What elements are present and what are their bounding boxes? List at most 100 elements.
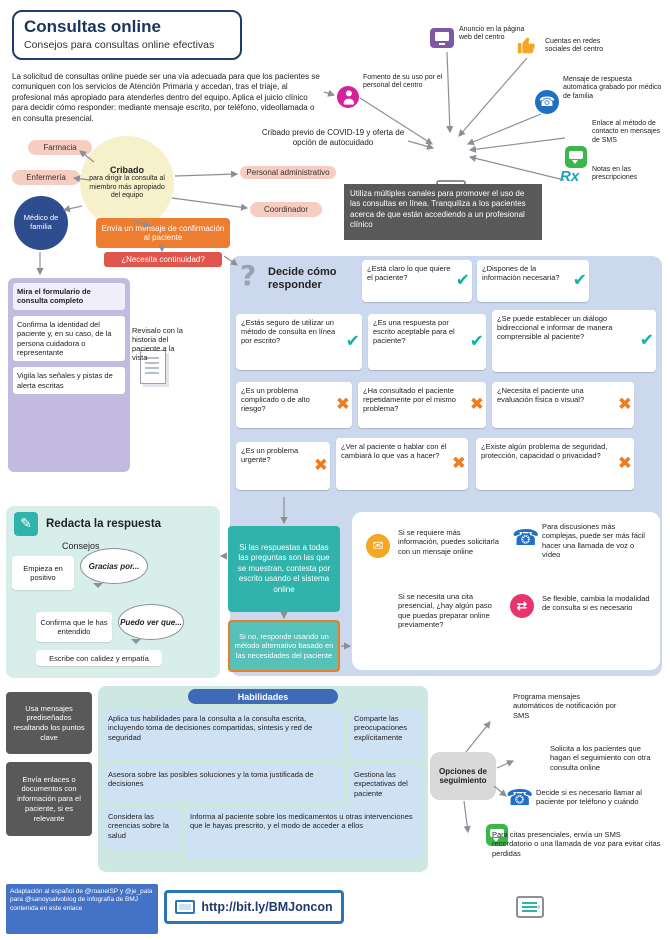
alt-option-text: Se flexible, cambia la modalidad de cons…: [542, 594, 650, 613]
question-text: ¿Estás seguro de utilizar un método de c…: [241, 318, 336, 346]
pencil-icon: ✎: [14, 512, 38, 536]
cross-icon: ✖: [335, 394, 350, 415]
alt-option-text: Si se necesita una cita presencial, ¿hay…: [398, 592, 492, 630]
skill-card: Asesora sobre las posibles soluciones y …: [104, 766, 344, 802]
call-icon: ☎: [512, 526, 540, 551]
question-text: ¿Ver al paciente o hablar con él cambiar…: [341, 442, 447, 461]
short-link[interactable]: http://bit.ly/BMJoncon: [164, 890, 344, 924]
decide-question: ¿Existe algún problema de seguridad, pro…: [476, 438, 634, 490]
followup-item-text: Decide si es necesario llamar al pacient…: [536, 788, 642, 807]
decide-question: ¿Ha consultado el paciente repetidamente…: [358, 382, 486, 428]
continuity-box: ¿Necesita continuidad?: [104, 252, 222, 267]
intro-paragraph: La solicitud de consultas online puede s…: [12, 72, 320, 123]
person-glyph: [342, 90, 353, 104]
question-text: ¿Necesita el paciente una evaluación fís…: [497, 386, 585, 405]
decide-question: ¿Ver al paciente o hablar con él cambiar…: [336, 438, 468, 490]
tip-warmth: Escribe con calidez y empatía: [36, 650, 162, 666]
skill-card: Aplica tus habilidades para la consulta …: [104, 710, 344, 760]
history-note: Revisalo con la historia del paciente a …: [132, 326, 183, 362]
page-subtitle: Consejos para consultas online efectivas: [24, 39, 215, 51]
channels-note: Utiliza múltiples canales para promover …: [344, 184, 542, 240]
cross-icon: ✖: [617, 394, 632, 415]
written-response-box: Si las respuestas a todas las preguntas …: [228, 526, 340, 612]
decide-question: ¿Es un problema complicado o de alto rie…: [236, 382, 352, 428]
channel-label: Anuncio en la página web del centro: [459, 26, 525, 42]
tablet-icon: [516, 896, 544, 918]
sms-chat-icon: [565, 146, 587, 168]
question-text: ¿Se puede establecer un diálogo bidirecc…: [497, 314, 613, 342]
followup-item-text: Para citas presenciales, envía un SMS re…: [492, 830, 661, 858]
alternatives-panel: [352, 512, 660, 670]
question-text: ¿Dispones de la información necesaria?: [482, 264, 560, 283]
channel-label: Enlace al método de contacto en mensajes…: [592, 120, 661, 144]
skills-title: Habilidades: [188, 689, 338, 704]
question-text: ¿Es un problema complicado o de alto rie…: [241, 386, 310, 414]
send-links-box: Envía enlaces o documentos con informaci…: [6, 762, 92, 836]
decide-question: ¿Necesita el paciente una evaluación fís…: [492, 382, 634, 428]
question-text: ¿Ha consultado el paciente repetidamente…: [363, 386, 456, 414]
speech-bubble-understood: Puedo ver que...: [118, 604, 184, 644]
skill-card: Gestiona las expectativas del paciente: [350, 766, 422, 810]
document-icon: [140, 350, 166, 384]
cross-icon: ✖: [469, 394, 484, 415]
decide-title: Decide cómo responder: [268, 266, 337, 291]
channel-label: Notas en las prescripciones: [592, 166, 638, 182]
alt-option-text: Para discusiones más complejas, puede se…: [542, 522, 645, 560]
question-text: ¿Es una respuesta por escrito aceptable …: [373, 318, 455, 346]
credit-box: Adaptación al español de @roanelSP y @je…: [6, 884, 158, 934]
role-pharmacy: Farmacia: [28, 140, 92, 155]
role-admin: Personal administrativo: [240, 166, 336, 179]
call-icon: ☎: [506, 786, 534, 811]
phone-icon: ☎: [535, 90, 559, 114]
channel-label: Fomento de su uso por el personal del ce…: [363, 74, 443, 90]
triage-hub: Cribado para dirigir la consulta al miem…: [80, 136, 174, 230]
decide-question: ¿Se puede establecer un diálogo bidirecc…: [492, 310, 656, 372]
form-review-item: Vigila las señales y pistas de alerta es…: [13, 367, 125, 394]
decide-question: ¿Estás seguro de utilizar un método de c…: [236, 314, 362, 370]
decide-question: ¿Es un problema urgente?✖: [236, 442, 330, 490]
check-icon: ✔: [455, 270, 470, 291]
decide-question: ¿Es una respuesta por escrito aceptable …: [368, 314, 486, 370]
alt-option-text: Si se requiere más información, puedes s…: [398, 528, 499, 556]
triage-hub-title: Cribado: [109, 165, 144, 176]
form-review-item: Confirma la identidad del paciente y, en…: [13, 315, 125, 362]
followup-box: Opciones de seguimiento: [430, 752, 496, 800]
alternative-response-box: Si no, responde usando un método alterna…: [228, 620, 340, 672]
tip-understood: Confirma que le has entendido: [36, 612, 112, 642]
website-icon: [430, 28, 454, 48]
triage-hub-body: para dirigir la consulta al miembro más …: [89, 175, 165, 200]
sms-chat-icon: [486, 824, 508, 846]
check-icon: ✔: [639, 330, 654, 351]
short-link-text: http://bit.ly/BMJoncon: [201, 900, 333, 914]
form-review-panel: Mira el formulario de consulta completo …: [8, 278, 130, 472]
title-box: Consultas online Consejos para consultas…: [12, 10, 242, 60]
page-title: Consultas online: [24, 17, 161, 36]
confirmation-message-box: Envía un mensaje de confirmación al paci…: [96, 218, 230, 248]
question-text: ¿Existe algún problema de seguridad, pro…: [481, 442, 608, 461]
cross-icon: ✖: [617, 453, 632, 474]
cross-icon: ✖: [451, 453, 466, 474]
switch-icon: ⇄: [510, 594, 534, 618]
check-icon: ✔: [469, 331, 484, 352]
skill-card: Informa al paciente sobre los medicament…: [186, 808, 422, 860]
check-icon: ✔: [345, 331, 360, 352]
followup-item-text: Programa mensajes automáticos de notific…: [513, 692, 617, 720]
skill-card: Considera las creencias sobre la salud: [104, 808, 180, 850]
staff-icon: [337, 86, 359, 108]
screening-note: Cribado previo de COVID-19 y oferta de o…: [261, 128, 405, 147]
channel-label: Cuentas en redes sociales del centro: [545, 38, 603, 54]
followup-item-text: Solicita a los pacientes que hagan el se…: [550, 744, 651, 772]
preset-messages-box: Usa mensajes prediseñados resaltando los…: [6, 692, 92, 754]
form-review-title: Mira el formulario de consulta completo: [13, 283, 125, 310]
cross-icon: ✖: [313, 455, 328, 476]
thumbs-up-icon: [516, 34, 538, 61]
question-text: ¿Está claro lo que quiere el paciente?: [367, 264, 451, 283]
decide-question: ¿Está claro lo que quiere el paciente?✔: [362, 260, 472, 302]
role-gp: Médico de familia: [14, 196, 68, 250]
skill-card: Comparte las preocupaciones explícitamen…: [350, 710, 422, 760]
decide-question: ¿Dispones de la información necesaria?✔: [477, 260, 589, 302]
question-mark-icon: ?: [240, 259, 257, 292]
compose-panel: [6, 506, 220, 678]
tips-label: Consejos: [62, 541, 100, 551]
